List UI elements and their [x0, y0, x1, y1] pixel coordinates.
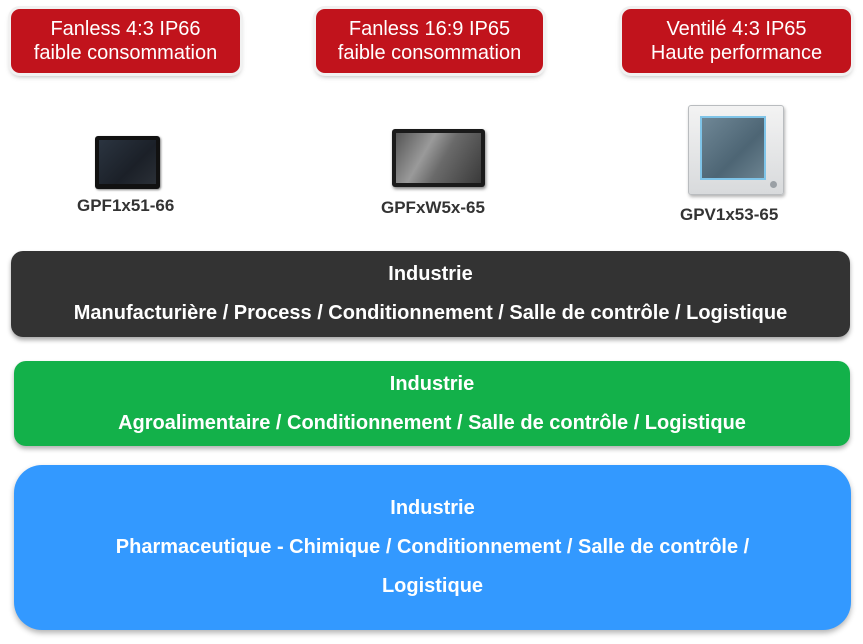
- badge-line2: faible consommation: [33, 42, 218, 64]
- panel-pc-wide-icon: [392, 129, 485, 187]
- panel-pc-black-icon: [95, 136, 160, 189]
- band-title: Industrie: [390, 497, 475, 519]
- band-text: Agroalimentaire / Conditionnement / Sall…: [118, 411, 746, 434]
- badge-line2: faible consommation: [337, 42, 522, 64]
- band-title: Industrie: [388, 263, 473, 285]
- industry-band-food: Industrie Agroalimentaire / Conditionnem…: [14, 361, 850, 446]
- product-label-gpfxw5x-65: GPFxW5x-65: [381, 198, 485, 217]
- band-text-line2: Logistique: [381, 575, 484, 597]
- badge-fanless-4-3: Fanless 4:3 IP66 faible consommation: [11, 9, 240, 73]
- industry-band-manufacturing: Industrie Manufacturière / Process / Con…: [11, 251, 850, 337]
- badge-ventile-4-3: Ventilé 4:3 IP65 Haute performance: [622, 9, 851, 73]
- product-label-gpv1x53-65: GPV1x53-65: [680, 205, 779, 224]
- band-text-line1: Pharmaceutique - Chimique / Conditionnem…: [115, 536, 750, 558]
- badge-line2: Haute performance: [650, 42, 823, 64]
- industry-band-pharma: Industrie Pharmaceutique - Chimique / Co…: [14, 465, 851, 630]
- badge-line1: Ventilé 4:3 IP65: [666, 18, 807, 40]
- product-label-gpf1x51-66: GPF1x51-66: [77, 196, 175, 215]
- badge-line1: Fanless 16:9 IP65: [348, 18, 511, 40]
- badge-fanless-16-9: Fanless 16:9 IP65 faible consommation: [316, 9, 543, 73]
- badge-line1: Fanless 4:3 IP66: [50, 18, 201, 40]
- band-text: Manufacturière / Process / Conditionneme…: [73, 302, 788, 324]
- panel-pc-white-icon: [688, 105, 784, 195]
- band-title: Industrie: [389, 372, 475, 395]
